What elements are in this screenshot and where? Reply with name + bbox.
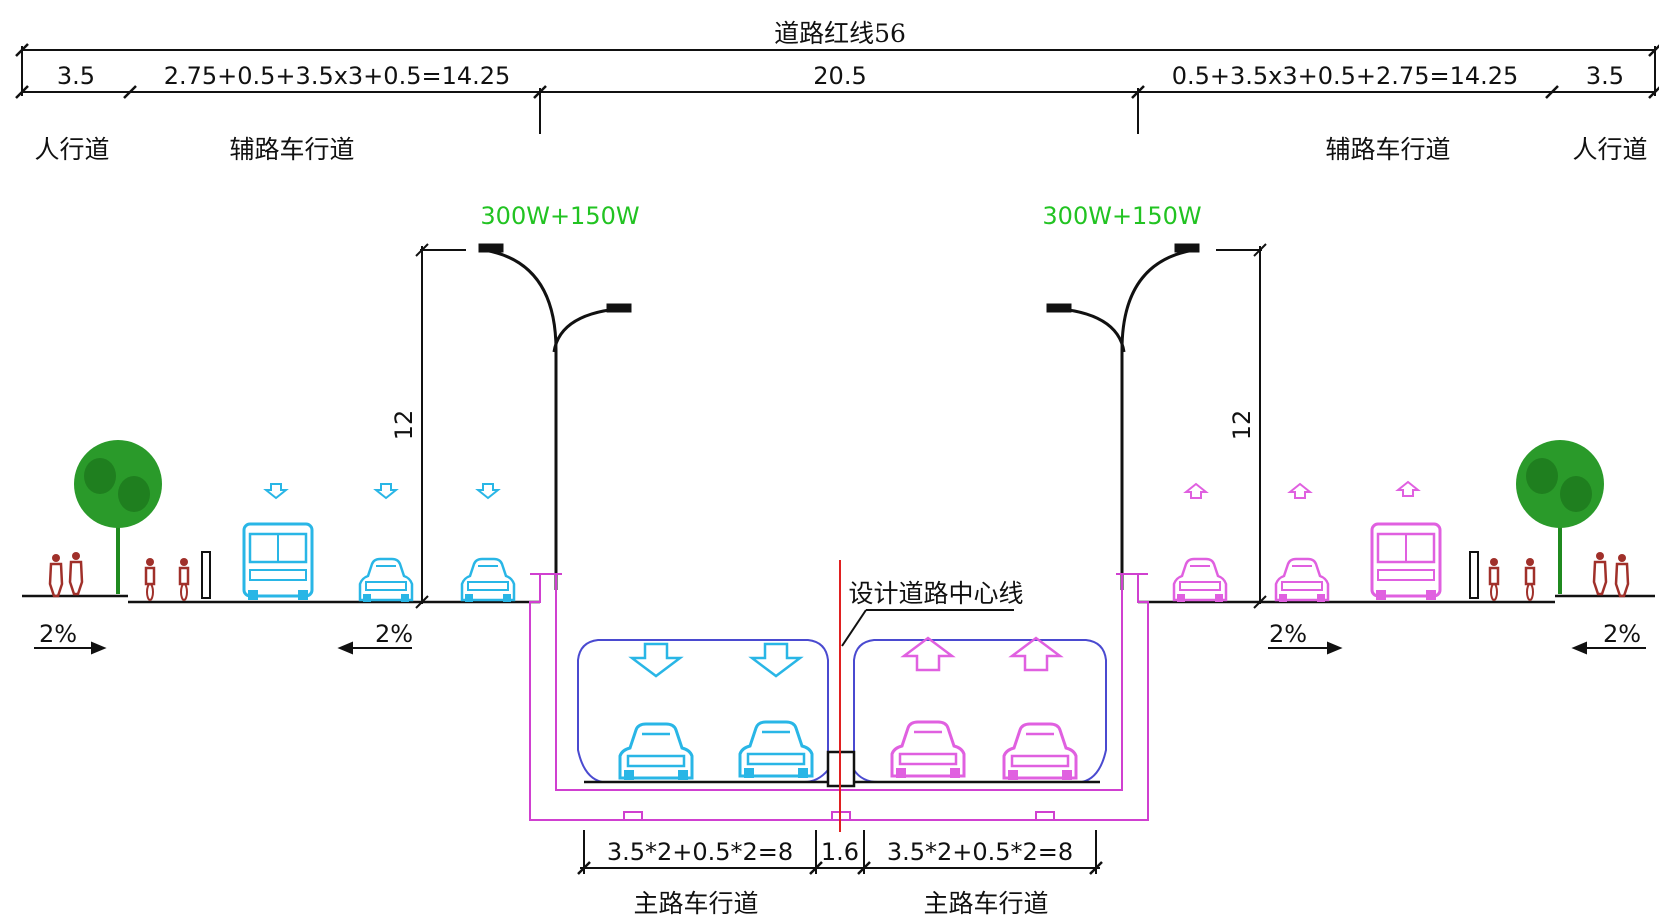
slope-left-aux: 2% bbox=[375, 620, 413, 648]
dim-right-sidewalk: 3.5 bbox=[1586, 62, 1624, 90]
direction-arrow-icon bbox=[265, 483, 287, 499]
label-right-sidewalk: 人行道 bbox=[1572, 135, 1647, 164]
car-icon bbox=[1172, 557, 1228, 604]
car-icon bbox=[618, 722, 694, 782]
bus-icon-left bbox=[242, 522, 314, 602]
car-icon bbox=[890, 720, 966, 780]
direction-arrow-icon bbox=[902, 636, 954, 672]
pedestrian-icon bbox=[68, 550, 84, 596]
cyclist-icon bbox=[178, 556, 190, 602]
car-icon bbox=[460, 557, 516, 604]
lamp-power-right: 300W+150W bbox=[1042, 202, 1201, 230]
lamp-height-right: 12 bbox=[1228, 410, 1256, 441]
bus-icon-right bbox=[1370, 522, 1442, 602]
direction-arrow-icon bbox=[1289, 483, 1311, 499]
direction-arrow-icon bbox=[1397, 481, 1419, 497]
direction-arrow-icon bbox=[375, 483, 397, 499]
bottom-dimension-chain bbox=[577, 830, 1103, 875]
dim-center: 20.5 bbox=[813, 62, 866, 90]
label-left-main: 主路车行道 bbox=[633, 889, 758, 918]
dim-right-main: 3.5*2+0.5*2=8 bbox=[887, 838, 1073, 866]
dim-left-aux: 2.75+0.5+3.5x3+0.5=14.25 bbox=[164, 62, 511, 90]
direction-arrow-icon bbox=[1185, 483, 1207, 499]
dim-left-sidewalk: 3.5 bbox=[57, 62, 95, 90]
direction-arrow-icon bbox=[1010, 636, 1062, 672]
lamp-height-dim-right bbox=[1216, 243, 1267, 609]
car-icon bbox=[358, 557, 414, 604]
car-icon bbox=[738, 720, 814, 780]
car-icon bbox=[1002, 722, 1078, 782]
slope-right-sidewalk: 2% bbox=[1603, 620, 1641, 648]
slope-right-aux: 2% bbox=[1269, 620, 1307, 648]
tunnel-clearance-box-left bbox=[577, 639, 829, 783]
label-right-aux: 辅路车行道 bbox=[1325, 135, 1450, 164]
pedestrian-icon bbox=[1614, 552, 1630, 598]
dim-right-aux: 0.5+3.5x3+0.5+2.75=14.25 bbox=[1172, 62, 1519, 90]
tree-icon-right bbox=[1514, 438, 1606, 596]
direction-arrow-icon bbox=[750, 642, 802, 678]
tree-icon-left bbox=[72, 438, 164, 596]
label-left-sidewalk: 人行道 bbox=[34, 135, 109, 164]
street-lamp-right bbox=[1046, 243, 1200, 590]
street-lamp-left bbox=[478, 243, 632, 590]
label-right-main: 主路车行道 bbox=[923, 889, 1048, 918]
bollard-icon bbox=[201, 551, 211, 599]
cyclist-icon bbox=[1488, 556, 1500, 602]
road-red-line-title: 道路红线56 bbox=[774, 19, 906, 48]
lamp-height-left: 12 bbox=[390, 410, 418, 441]
lamp-height-dim-left bbox=[415, 243, 466, 609]
direction-arrow-icon bbox=[630, 642, 682, 678]
bollard-icon bbox=[1469, 551, 1479, 599]
car-icon bbox=[1274, 557, 1330, 604]
label-left-aux: 辅路车行道 bbox=[229, 135, 354, 164]
pedestrian-icon bbox=[1592, 550, 1608, 596]
pedestrian-icon bbox=[48, 552, 64, 598]
cyclist-icon bbox=[144, 556, 156, 602]
lamp-power-left: 300W+150W bbox=[480, 202, 639, 230]
slope-marker bbox=[34, 641, 1646, 655]
direction-arrow-icon bbox=[477, 483, 499, 499]
centerline-label: 设计道路中心线 bbox=[848, 579, 1023, 608]
top-dimension-chain bbox=[15, 43, 1659, 134]
design-centerline bbox=[839, 560, 1014, 832]
cyclist-icon bbox=[1524, 556, 1536, 602]
dim-median: 1.6 bbox=[821, 838, 859, 866]
slope-left-sidewalk: 2% bbox=[39, 620, 77, 648]
dim-left-main: 3.5*2+0.5*2=8 bbox=[607, 838, 793, 866]
